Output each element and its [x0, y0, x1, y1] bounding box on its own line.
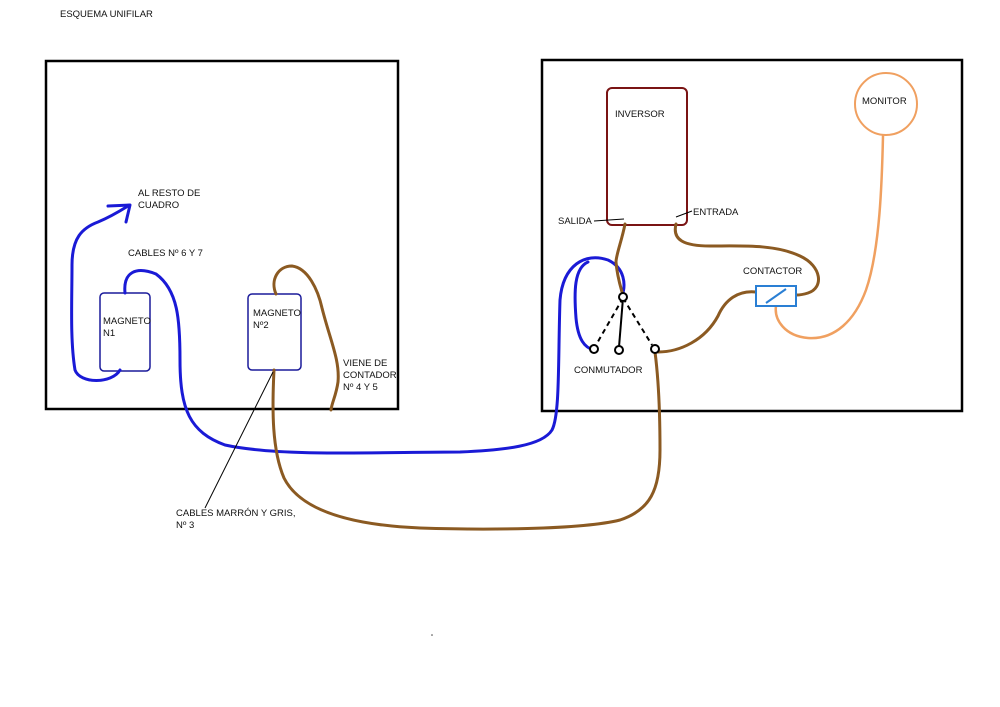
label-conmutador: CONMUTADOR — [574, 365, 643, 376]
leader-line-salida — [593, 218, 625, 222]
label-n-4-5: Nº 4 Y 5 — [343, 382, 378, 393]
brown-wire-entrada-to-contactor — [673, 222, 820, 297]
label-magneto-1: MAGNETO — [103, 316, 151, 327]
label-cables-6-7: CABLES Nº 6 Y 7 — [128, 248, 203, 259]
label-al-resto: AL RESTO DE — [138, 188, 200, 199]
left-panel-box — [44, 59, 400, 411]
blue-wire-to-rest-of-panel — [70, 204, 130, 382]
stray-dot — [431, 634, 433, 636]
diagram-title: ESQUEMA UNIFILAR — [60, 9, 153, 20]
brown-wire-from-counter — [272, 264, 340, 412]
label-cuadro: CUADRO — [138, 200, 179, 211]
arrow-icon — [106, 203, 132, 224]
brown-wire-contactor-to-conmutador — [656, 290, 758, 354]
label-salida: SALIDA — [558, 216, 592, 227]
label-entrada: ENTRADA — [693, 207, 739, 218]
label-magneto-1-num: N1 — [103, 328, 115, 339]
contactor-coil-slash — [765, 288, 787, 304]
label-viene-de: VIENE DE — [343, 358, 387, 369]
label-monitor: MONITOR — [862, 96, 907, 107]
magneto-2-box — [247, 293, 302, 371]
orange-wire-contactor-to-monitor — [774, 134, 885, 340]
label-inversor: INVERSOR — [615, 109, 665, 120]
label-magneto-2-num: Nº2 — [253, 320, 269, 331]
label-contactor: CONTACTOR — [743, 266, 802, 277]
blue-wire-conmutador-left — [573, 260, 596, 352]
inversor-box — [606, 87, 688, 226]
right-panel-box — [540, 58, 964, 413]
conmutador-switch-icon — [589, 292, 660, 355]
label-cables-marron: CABLES MARRÓN Y GRIS, — [176, 508, 296, 519]
label-contador: CONTADOR — [343, 370, 397, 381]
leader-line-entrada — [675, 210, 693, 218]
brown-wire-salida-to-conmutador — [614, 222, 627, 294]
label-magneto-2: MAGNETO — [253, 308, 301, 319]
leader-line-cables-marron — [204, 371, 274, 509]
label-n-3: Nº 3 — [176, 520, 194, 531]
blue-wire-magneto1-to-conmutador — [123, 256, 626, 455]
brown-wire-magneto2-to-conmutador — [271, 350, 662, 531]
monitor-circle — [854, 72, 918, 136]
